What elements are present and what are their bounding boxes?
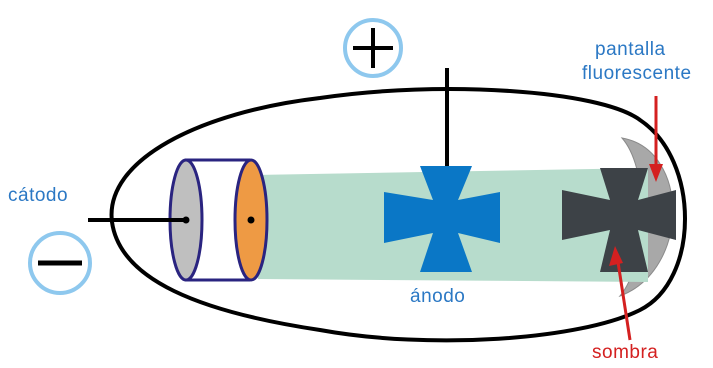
positive-terminal bbox=[343, 18, 403, 78]
negative-terminal bbox=[28, 231, 92, 295]
cathode-label: cátodo bbox=[8, 185, 69, 206]
screen-pointer-arrow bbox=[649, 96, 663, 182]
anode-label: ánodo bbox=[410, 286, 466, 307]
shadow-pointer-arrow bbox=[609, 246, 632, 341]
screen-label-line2: fluorescente bbox=[582, 63, 692, 84]
anode-cross bbox=[384, 166, 500, 272]
shadow-label: sombra bbox=[592, 342, 659, 363]
shadow-cross bbox=[562, 168, 676, 272]
tube-outline bbox=[109, 87, 687, 343]
screen-label-line1: pantalla bbox=[595, 39, 666, 60]
